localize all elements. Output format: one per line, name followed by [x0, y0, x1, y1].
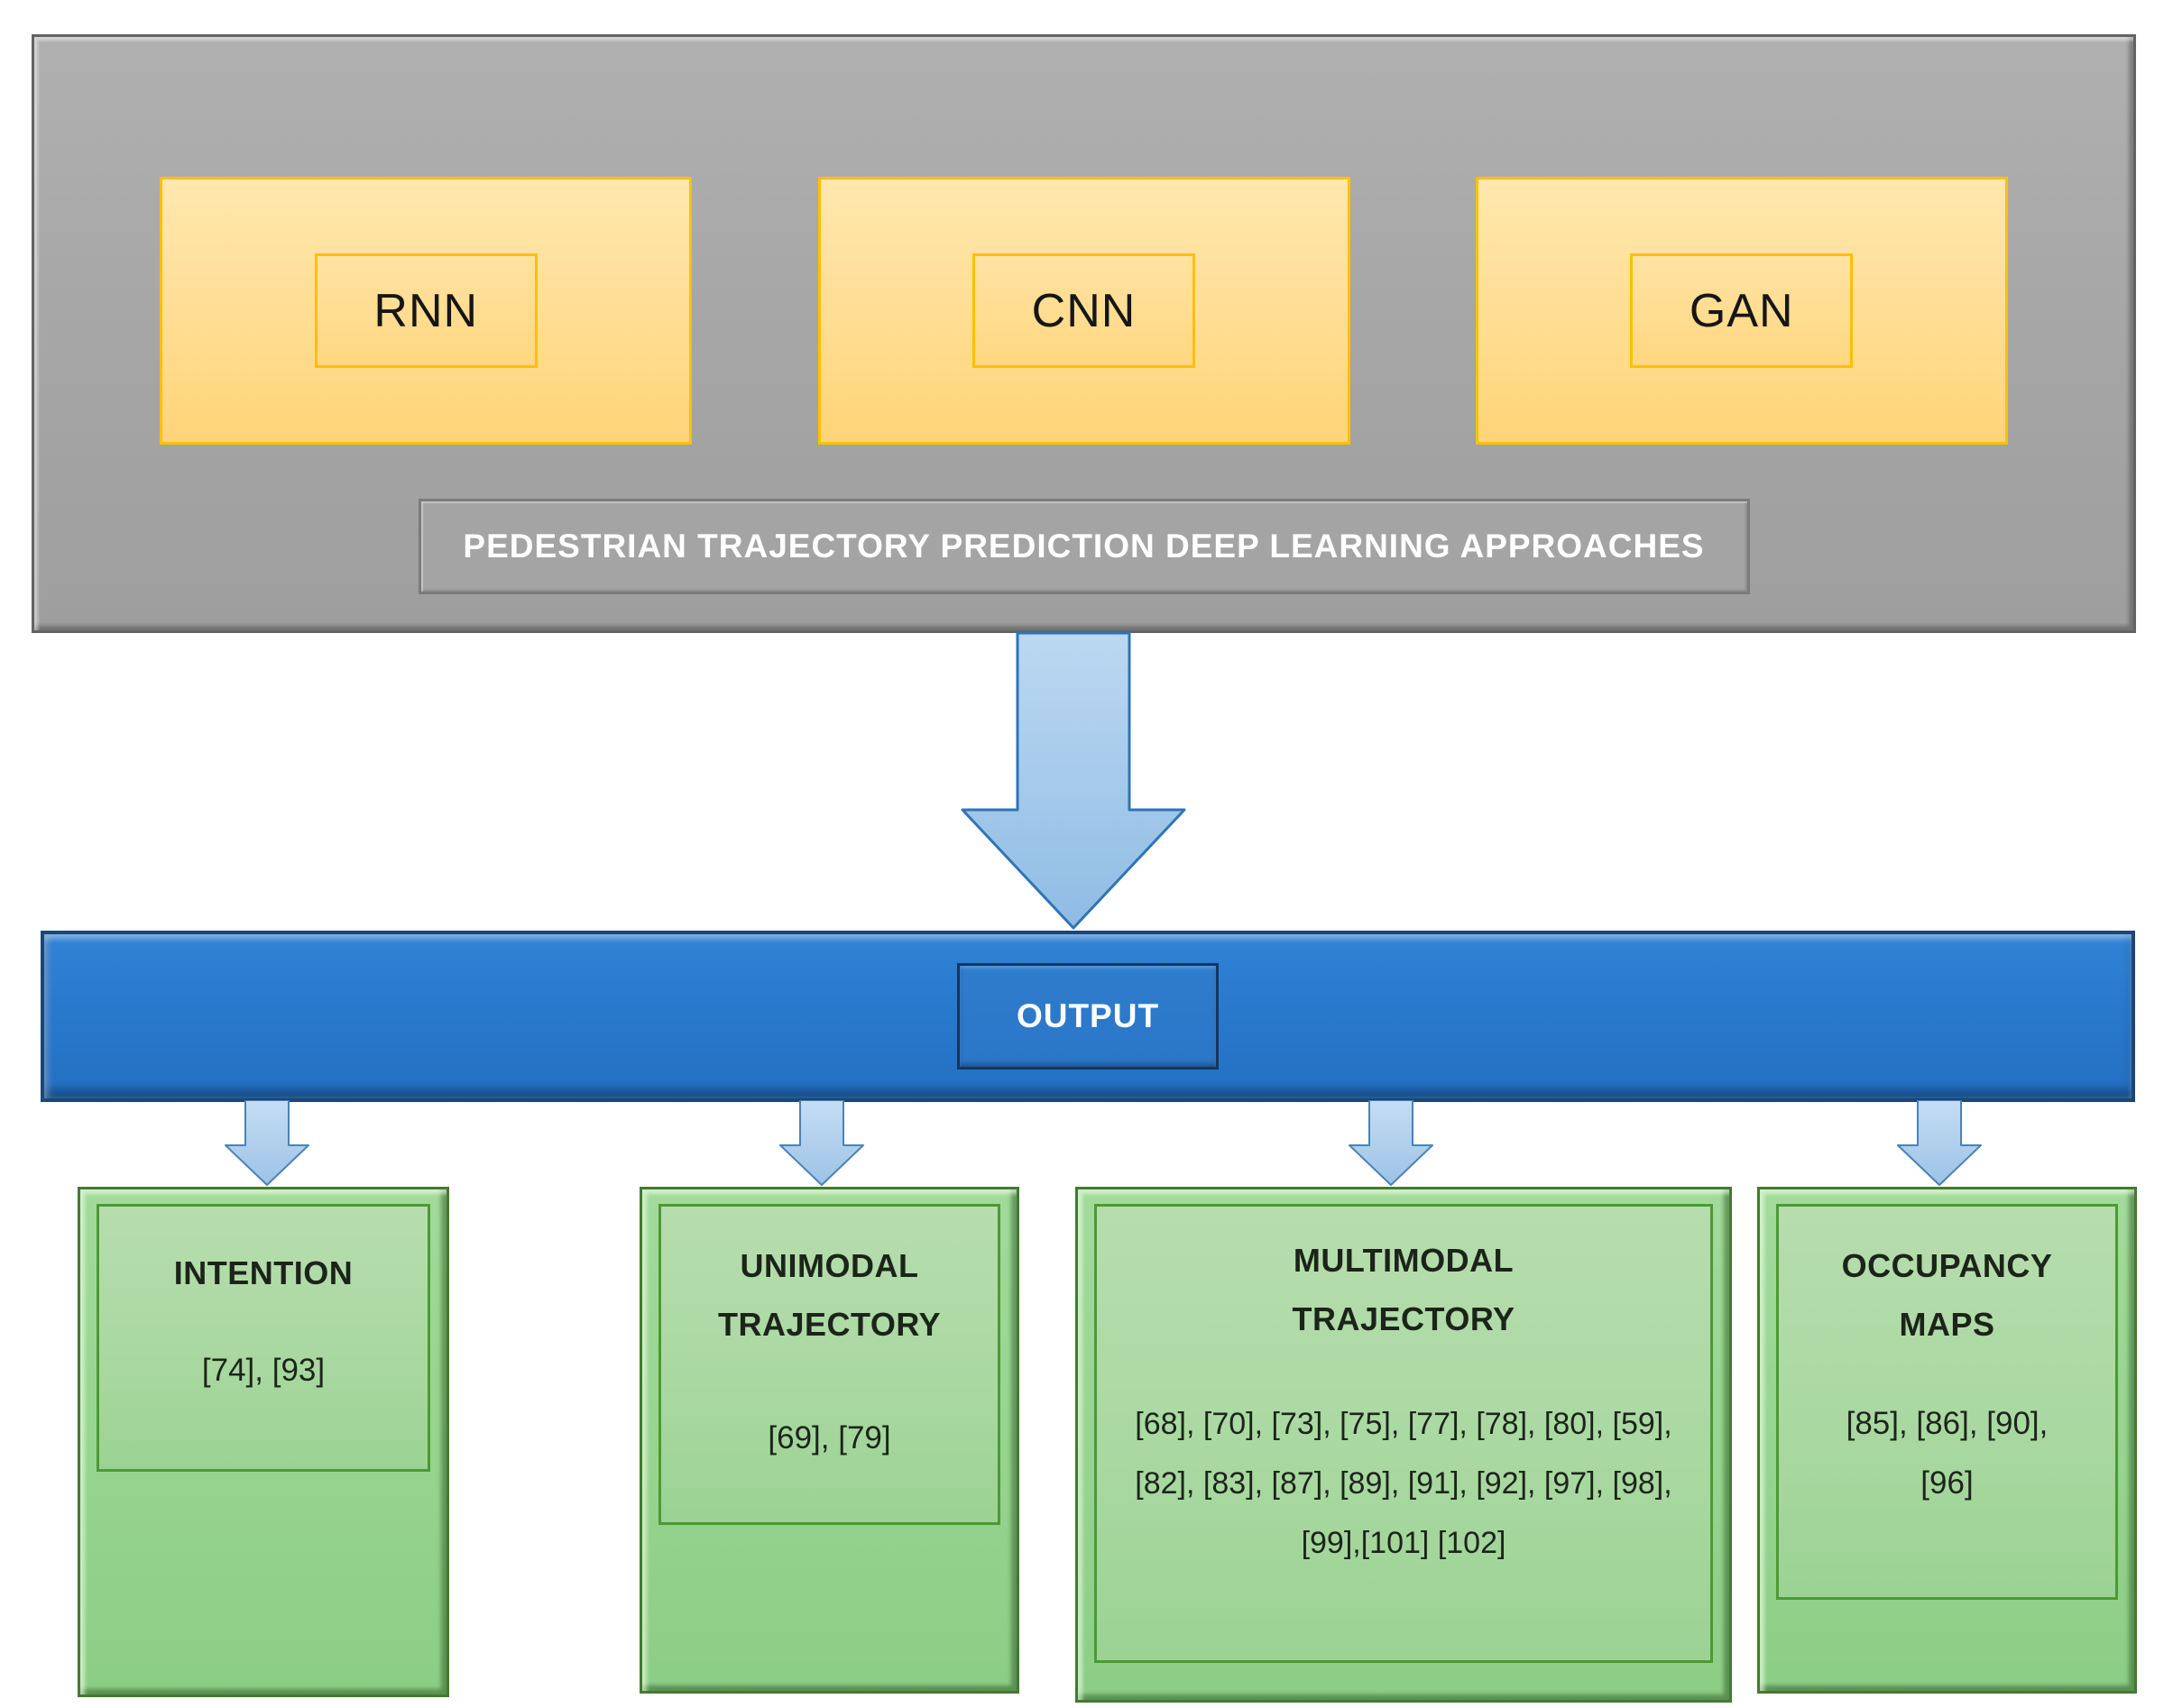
output-references: [69], [79] — [768, 1419, 891, 1455]
approach-box-rnn: RNN — [160, 177, 693, 445]
approach-box-cnn: CNN — [817, 177, 1350, 445]
output-bar: OUTPUT — [41, 931, 2135, 1102]
output-box-unimodal-inner: UNIMODAL TRAJECTORY [69], [79] — [658, 1204, 1000, 1525]
down-arrow-icon — [225, 1100, 309, 1186]
output-title: INTENTION — [173, 1254, 354, 1291]
approaches-caption: PEDESTRIAN TRAJECTORY PREDICTION DEEP LE… — [418, 499, 1750, 594]
output-references: [68], [70], [73], [75], [77], [78], [80]… — [1135, 1406, 1672, 1561]
approach-label-cnn: CNN — [972, 253, 1195, 368]
down-arrow-icon — [779, 1100, 864, 1186]
down-arrow-icon — [1349, 1100, 1433, 1186]
approach-box-gan: GAN — [1475, 177, 2008, 445]
output-box-multimodal-trajectory: MULTIMODAL TRAJECTORY [68], [70], [73], … — [1075, 1187, 1732, 1703]
output-title: OCCUPANCY MAPS — [1841, 1247, 2053, 1343]
output-box-multimodal-inner: MULTIMODAL TRAJECTORY [68], [70], [73], … — [1094, 1204, 1713, 1664]
output-box-intention-inner: INTENTION [74], [93] — [97, 1204, 430, 1472]
down-arrow-icon — [961, 631, 1186, 930]
approach-row: RNN CNN GAN — [34, 177, 2133, 445]
output-references: [85], [86], [90], [96] — [1846, 1405, 2049, 1501]
approaches-panel: RNN CNN GAN PEDESTRIAN TRAJECTORY PREDIC… — [32, 34, 2136, 633]
output-label: OUTPUT — [957, 963, 1219, 1070]
output-title: MULTIMODAL TRAJECTORY — [1292, 1242, 1515, 1337]
output-box-occupancy-maps: OCCUPANCY MAPS [85], [86], [90], [96] — [1757, 1187, 2137, 1694]
approach-label-rnn: RNN — [314, 253, 538, 368]
output-box-intention: INTENTION [74], [93] — [78, 1187, 449, 1697]
approach-label-gan: GAN — [1630, 253, 1854, 368]
output-references: [74], [93] — [201, 1352, 326, 1388]
output-title: UNIMODAL TRAJECTORY — [717, 1247, 942, 1343]
output-box-unimodal-trajectory: UNIMODAL TRAJECTORY [69], [79] — [640, 1187, 1019, 1694]
output-box-occupancy-inner: OCCUPANCY MAPS [85], [86], [90], [96] — [1776, 1204, 2118, 1601]
down-arrow-icon — [1897, 1100, 1982, 1186]
